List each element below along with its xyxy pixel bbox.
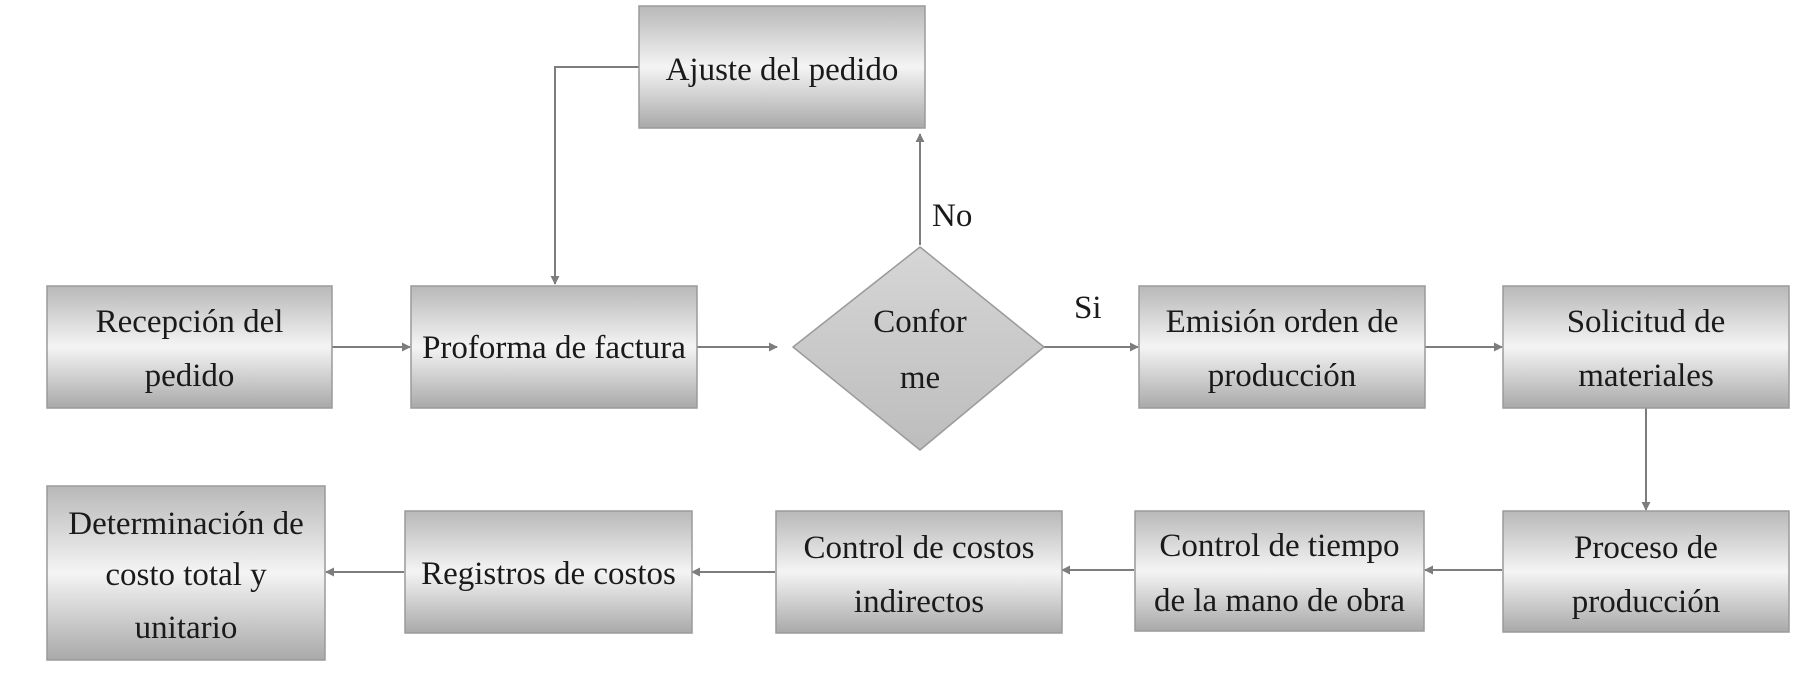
node-solicitud-de-materiales: Solicitud de materiales bbox=[1502, 285, 1790, 409]
node-text-line: producción bbox=[1572, 584, 1720, 620]
svg-text:pedido: pedido bbox=[145, 358, 235, 394]
node-text-line: Solicitud de bbox=[1567, 304, 1726, 340]
svg-text:Solicitud de: Solicitud de bbox=[1567, 304, 1726, 340]
node-ajuste-del-pedido: Ajuste del pedido bbox=[638, 5, 926, 129]
node-text-line: Recepción del bbox=[96, 304, 284, 340]
svg-text:Registros de costos: Registros de costos bbox=[421, 556, 676, 592]
node-text-line: Control de tiempo bbox=[1159, 528, 1399, 564]
svg-text:me: me bbox=[900, 360, 940, 396]
edge-label-no: No bbox=[932, 198, 972, 234]
svg-text:Emisión orden de: Emisión orden de bbox=[1166, 304, 1399, 340]
node-text-line: Control de costos bbox=[804, 530, 1035, 566]
edge-ajuste-proforma bbox=[550, 66, 639, 285]
node-text-line: pedido bbox=[145, 358, 235, 394]
node-text-line: me bbox=[900, 360, 940, 396]
svg-text:de la mano de obra: de la mano de obra bbox=[1154, 583, 1405, 619]
node-proceso-de-produccion: Proceso de producción bbox=[1502, 510, 1790, 633]
svg-text:Confor: Confor bbox=[873, 304, 967, 340]
node-text-line: Ajuste del pedido bbox=[666, 52, 899, 88]
node-text-line: Registros de costos bbox=[421, 556, 676, 592]
node-text-line: Proceso de bbox=[1574, 530, 1718, 566]
node-text-line: Determinación de bbox=[68, 506, 303, 542]
svg-text:Control de costos: Control de costos bbox=[804, 530, 1035, 566]
node-conforme-decision: Confor me bbox=[791, 246, 1046, 451]
svg-text:indirectos: indirectos bbox=[854, 584, 984, 620]
node-text-line: Emisión orden de bbox=[1166, 304, 1399, 340]
svg-text:materiales: materiales bbox=[1578, 358, 1714, 394]
node-determinacion-de-costo: Determinación de costo total y unitario bbox=[46, 485, 326, 661]
node-text-line: materiales bbox=[1578, 358, 1714, 394]
svg-text:Control de tiempo: Control de tiempo bbox=[1159, 528, 1399, 564]
node-recepcion-del-pedido: Recepción del pedido bbox=[46, 285, 333, 409]
node-text-line: producción bbox=[1208, 358, 1356, 394]
svg-text:Proforma de factura: Proforma de factura bbox=[422, 330, 686, 366]
node-text-line: Proforma de factura bbox=[422, 330, 686, 366]
node-text-line: unitario bbox=[135, 610, 238, 646]
node-text-line: indirectos bbox=[854, 584, 984, 620]
node-proforma-de-factura: Proforma de factura bbox=[410, 285, 698, 409]
node-registros-de-costos: Registros de costos bbox=[404, 510, 693, 634]
node-control-de-costos-indirectos: Control de costos indirectos bbox=[775, 510, 1063, 634]
svg-text:Proceso de: Proceso de bbox=[1574, 530, 1718, 566]
svg-text:Determinación de: Determinación de bbox=[68, 506, 303, 542]
node-emision-orden-de-produccion: Emisión orden de producción bbox=[1138, 285, 1426, 409]
svg-text:producción: producción bbox=[1572, 584, 1720, 620]
svg-text:Ajuste del pedido: Ajuste del pedido bbox=[666, 52, 899, 88]
node-text-line: de la mano de obra bbox=[1154, 583, 1405, 619]
node-control-de-tiempo: Control de tiempo de la mano de obra bbox=[1134, 510, 1425, 632]
svg-text:unitario: unitario bbox=[135, 610, 238, 646]
node-text-line: Confor bbox=[873, 304, 967, 340]
edges bbox=[325, 66, 1651, 577]
edge-label-si: Si bbox=[1074, 290, 1102, 326]
svg-text:producción: producción bbox=[1208, 358, 1356, 394]
node-text-line: costo total y bbox=[105, 557, 267, 593]
svg-text:costo total y: costo total y bbox=[105, 557, 267, 593]
svg-text:Recepción del: Recepción del bbox=[96, 304, 284, 340]
